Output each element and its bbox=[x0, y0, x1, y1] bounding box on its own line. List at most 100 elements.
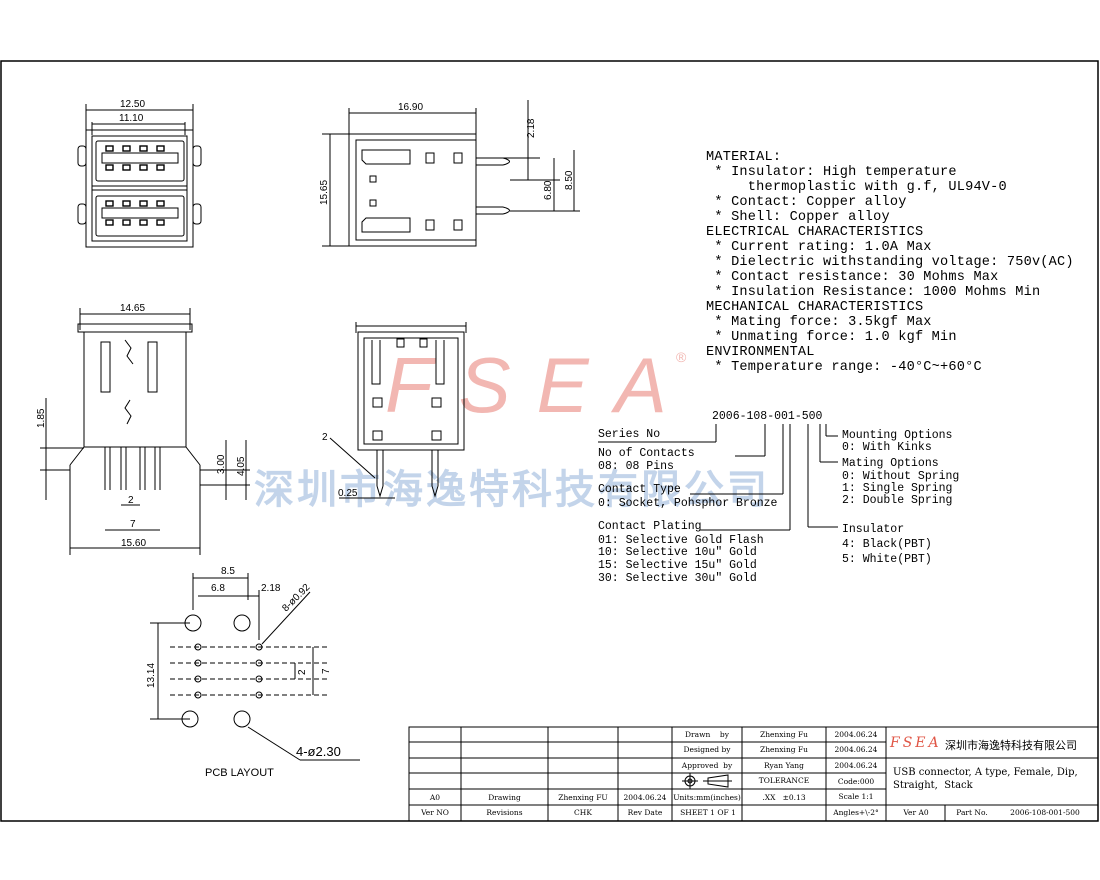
dim-8-50: 8.50 bbox=[564, 170, 575, 190]
tb-tolerance-label: TOLERANCE bbox=[758, 776, 810, 785]
watermark-company: 深圳市海逸特科技有限公司 bbox=[254, 468, 770, 512]
note-line: * Dielectric withstanding voltage: 750v(… bbox=[706, 255, 1074, 270]
tb-rev-date: 2004.06.24 bbox=[623, 793, 667, 802]
tb-company-logo: FSEA bbox=[890, 735, 942, 751]
pcb-hole-large: 4-ø2.30 bbox=[296, 744, 341, 759]
tb-tolerance-value: .XX ±0.13 bbox=[762, 793, 806, 802]
pn-mating-option: 2: Double Spring bbox=[842, 494, 953, 507]
note-line: MATERIAL: bbox=[706, 150, 782, 165]
pn-insulator-option: 4: Black(PBT) bbox=[842, 538, 932, 551]
note-line: * Temperature range: -40°C~+60°C bbox=[706, 360, 982, 375]
pn-contacts-value: 08: 08 Pins bbox=[598, 460, 674, 473]
pn-plating-option: 10: Selective 10u" Gold bbox=[598, 546, 757, 559]
note-line: * Insulator: High temperature bbox=[706, 165, 957, 180]
pcb-dim-7: 7 bbox=[321, 668, 332, 674]
title-block-grid bbox=[408, 726, 1099, 822]
tb-header-chk: CHK bbox=[574, 808, 592, 817]
pcb-layout-title: PCB LAYOUT bbox=[205, 767, 274, 779]
note-line: ENVIRONMENTAL bbox=[706, 345, 815, 360]
label-pin-2: 2 bbox=[322, 432, 328, 443]
dim-11-10: 11.10 bbox=[119, 113, 144, 124]
front-view-bottom bbox=[40, 308, 250, 555]
note-line: * Unmating force: 1.0 kgf Min bbox=[706, 330, 957, 345]
note-line: * Contact resistance: 30 Mohms Max bbox=[706, 270, 999, 285]
dim-12-50: 12.50 bbox=[120, 99, 145, 110]
dim-7: 7 bbox=[130, 519, 136, 530]
side-view-bottom bbox=[329, 322, 467, 499]
pn-mating-option: 1: Single Spring bbox=[842, 482, 953, 495]
tb-header-ver: Ver NO bbox=[421, 808, 449, 817]
pn-plating-option: 15: Selective 15u" Gold bbox=[598, 559, 757, 572]
dim-1-85: 1.85 bbox=[36, 408, 47, 428]
note-line: ELECTRICAL CHARACTERISTICS bbox=[706, 225, 924, 240]
pcb-hole-small: 8-ø0.92 bbox=[280, 582, 312, 614]
pn-plating-title: Contact Plating bbox=[598, 520, 702, 533]
dim-2-18: 2.18 bbox=[526, 118, 537, 138]
dim-16-90: 16.90 bbox=[398, 102, 423, 113]
side-view-top bbox=[322, 100, 580, 247]
dim-14-65: 14.65 bbox=[120, 303, 145, 314]
note-line: MECHANICAL CHARACTERISTICS bbox=[706, 300, 924, 315]
tb-header-rev: Revisions bbox=[486, 808, 523, 817]
note-line: * Contact: Copper alloy bbox=[706, 195, 907, 210]
tb-drawn-date: 2004.06.24 bbox=[834, 730, 878, 739]
dim-15-65: 15.65 bbox=[319, 180, 330, 205]
pn-contact-type-title: Contact Type bbox=[598, 483, 681, 496]
tb-designed-label: Designed by bbox=[683, 745, 731, 754]
note-line: * Insulation Resistance: 1000 Mohms Min bbox=[706, 285, 1041, 300]
tb-approved-label: Approved by bbox=[681, 761, 733, 770]
tb-part-label: Part No. bbox=[956, 808, 988, 817]
tb-designed-date: 2004.06.24 bbox=[834, 745, 878, 754]
pcb-layout-drawing bbox=[150, 573, 360, 761]
pn-mating-option: 0: Without Spring bbox=[842, 470, 960, 483]
tb-rev-desc: Drawing bbox=[488, 793, 521, 802]
tb-approved-name: Ryan Yang bbox=[764, 761, 804, 770]
tb-scale-label: Scale 1:1 bbox=[838, 792, 874, 801]
pn-insulator-title: Insulator bbox=[842, 523, 905, 536]
part-number-leaders bbox=[598, 424, 838, 531]
tb-units-label: Units:mm(inches) bbox=[673, 793, 741, 802]
pcb-dim-6-8: 6.8 bbox=[211, 583, 225, 594]
watermark-registered: ® bbox=[676, 349, 687, 365]
note-line: thermoplastic with g.f, UL94V-0 bbox=[706, 180, 1007, 195]
dim-0-25: 0.25 bbox=[338, 488, 358, 499]
tb-rev-chk: Zhenxing FU bbox=[558, 793, 608, 802]
tb-approved-date: 2004.06.24 bbox=[834, 761, 878, 770]
front-view-top bbox=[77, 104, 202, 248]
pn-series-label: Series No bbox=[598, 428, 661, 441]
pn-contact-type-value: 0: Socket, Pohsphor Bronze bbox=[598, 497, 778, 510]
pcb-dim-8-5: 8.5 bbox=[221, 566, 235, 577]
tb-drawn-label: Drawn by bbox=[685, 730, 729, 739]
specification-notes: MATERIAL: * Insulator: High temperature … bbox=[706, 150, 1086, 390]
part-number-code: 2006-108-001-500 bbox=[712, 410, 823, 423]
pn-mounting-title: Mounting Options bbox=[842, 429, 953, 442]
tb-sheet-label: SHEET 1 OF 1 bbox=[680, 808, 736, 817]
watermark-logo: FSEA bbox=[385, 341, 693, 429]
pn-mating-title: Mating Options bbox=[842, 457, 939, 470]
tb-header-date: Rev Date bbox=[627, 808, 663, 817]
pn-contacts-title: No of Contacts bbox=[598, 447, 695, 460]
pn-plating-option: 30: Selective 30u" Gold bbox=[598, 572, 757, 585]
note-line: * Mating force: 3.5kgf Max bbox=[706, 315, 932, 330]
tb-code-label: Code:000 bbox=[837, 777, 875, 786]
tb-drawn-name: Zhenxing Fu bbox=[760, 730, 808, 739]
tb-angles-label: Angles+\-2° bbox=[833, 808, 879, 817]
tb-part-value: 2006-108-001-500 bbox=[1010, 808, 1080, 817]
pcb-dim-2-18: 2.18 bbox=[261, 583, 281, 594]
projection-symbol-icon bbox=[682, 773, 732, 789]
tb-description: USB connector, A type, Female, Dip, Stra… bbox=[893, 767, 1078, 791]
dim-3-00: 3.00 bbox=[216, 454, 227, 474]
pn-mounting-value: 0: With Kinks bbox=[842, 441, 932, 454]
tb-ver-label: Ver A0 bbox=[903, 808, 929, 817]
dim-4-05: 4.05 bbox=[236, 456, 247, 476]
tb-rev-ver: A0 bbox=[429, 793, 441, 802]
dim-2-pitch: 2 bbox=[128, 495, 134, 506]
tb-designed-name: Zhenxing Fu bbox=[760, 745, 808, 754]
pn-insulator-option: 5: White(PBT) bbox=[842, 553, 932, 566]
pn-plating-option: 01: Selective Gold Flash bbox=[598, 534, 764, 547]
pcb-dim-2: 2 bbox=[297, 669, 308, 675]
tb-company-name: 深圳市海逸特科技有限公司 bbox=[945, 739, 1077, 752]
dim-15-60: 15.60 bbox=[121, 538, 146, 549]
pcb-dim-13-14: 13.14 bbox=[146, 663, 157, 688]
